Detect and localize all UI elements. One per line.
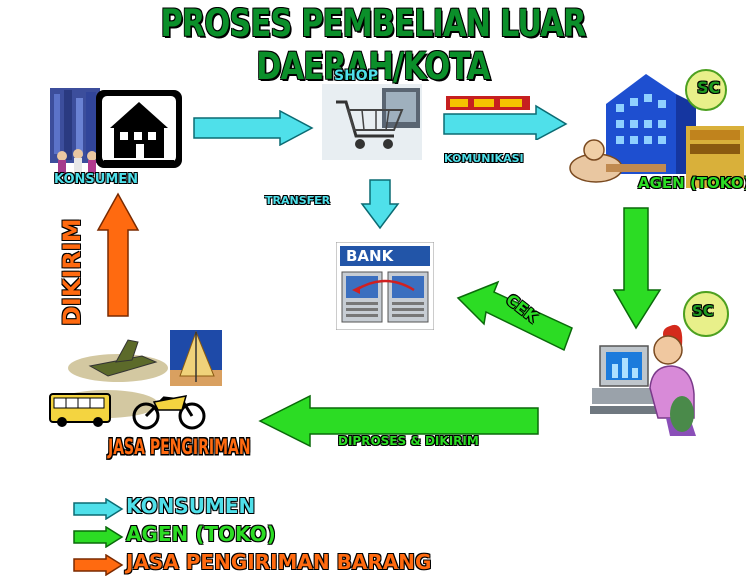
arrow-konsumen-shop xyxy=(193,110,314,146)
legend-arrow-cyan xyxy=(73,498,124,520)
admin-computer-icon xyxy=(590,291,729,436)
arrow-diproses xyxy=(258,394,539,448)
arrow-dikirim xyxy=(96,192,140,317)
arrow-shop-agen xyxy=(443,96,568,140)
legend-label-agen: AGEN (TOKO) xyxy=(126,522,276,546)
diagram-title: PROSES PEMBELIAN LUAR DAERAH/KOTA xyxy=(160,2,586,88)
legend-arrow-green xyxy=(73,526,124,548)
sc-logo-bottom: SC xyxy=(692,302,714,320)
jasa-pengiriman-icon xyxy=(49,330,222,430)
konsumen-label: KONSUMEN xyxy=(54,172,139,187)
legend-item-konsumen: KONSUMEN xyxy=(72,494,552,520)
transfer-label: TRANSFER xyxy=(265,194,331,207)
legend-item-agen: AGEN (TOKO) xyxy=(72,522,552,548)
bank-icon xyxy=(336,242,434,330)
shop-label: SHOP xyxy=(334,68,378,84)
arrow-cek xyxy=(456,280,573,352)
konsumen-node: KONSUMEN xyxy=(50,88,182,188)
komunikasi-label: KOMUNIKASI xyxy=(444,152,524,165)
bank-label: BANK xyxy=(346,247,394,265)
agen-building-icon xyxy=(569,69,744,188)
arrow-shop-bank xyxy=(360,179,400,230)
agen-label: AGEN (TOKO) xyxy=(638,174,746,192)
legend-label-konsumen: KONSUMEN xyxy=(126,494,256,518)
legend-item-jasa: JASA PENGIRIMAN BARANG xyxy=(72,550,552,576)
legend: KONSUMEN AGEN (TOKO) JASA PENGIRIMAN BAR… xyxy=(72,494,552,580)
legend-arrow-orange xyxy=(73,554,124,576)
house-icon xyxy=(50,88,182,174)
legend-label-jasa: JASA PENGIRIMAN BARANG xyxy=(126,550,432,574)
arrow-agen-admin xyxy=(612,207,662,330)
sc-logo-top: SC xyxy=(697,78,721,97)
diproses-label: DIPROSES & DIKIRIM xyxy=(338,434,479,448)
shopping-cart-icon xyxy=(322,84,422,160)
dikirim-label: DIKIRIM xyxy=(58,218,86,326)
jasa-label: JASA PENGIRIMAN xyxy=(108,436,251,460)
